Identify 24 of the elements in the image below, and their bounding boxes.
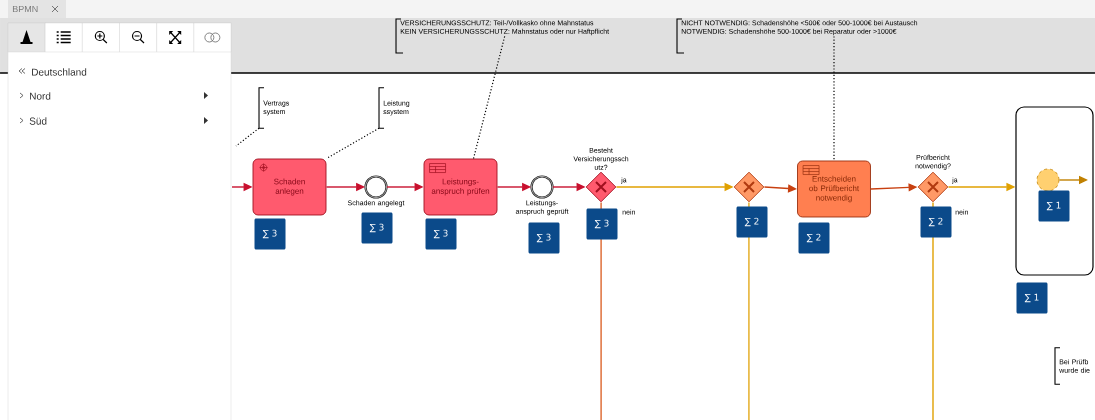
sequence-flow-arrow xyxy=(763,184,797,193)
count-badge: ∑ 3 xyxy=(528,222,560,254)
count-badge: ∑ 3 xyxy=(425,218,457,250)
gateway-diamond xyxy=(733,171,765,203)
count-badge: ∑ 2 xyxy=(920,206,952,238)
tab: BPMN xyxy=(8,0,66,18)
count-badge: ∑ 3 xyxy=(361,212,393,244)
count-badge: ∑ 1 xyxy=(1016,282,1048,314)
association-line xyxy=(325,127,380,160)
association-line xyxy=(833,35,835,162)
count-badge: ∑ 2 xyxy=(798,222,830,254)
count-badge: ∑ 3 xyxy=(586,208,618,240)
start-event-circle xyxy=(1036,168,1060,192)
task-box: Leistungs- anspruch prüfen xyxy=(423,158,498,216)
menu-item: Süd xyxy=(29,117,47,125)
menu-item: Deutschland xyxy=(32,68,87,76)
menu-item: Nord xyxy=(30,92,51,100)
association-line xyxy=(235,127,260,147)
count-badge: ∑ 1 xyxy=(1038,190,1070,222)
association-line xyxy=(472,35,506,160)
count-badge: ∑ 3 xyxy=(254,218,286,250)
task-box: Entscheiden ob Prüfbericht notwendig xyxy=(797,160,871,218)
task-box: Schaden anlegen xyxy=(252,158,327,216)
count-badge: ∑ 2 xyxy=(736,206,768,238)
